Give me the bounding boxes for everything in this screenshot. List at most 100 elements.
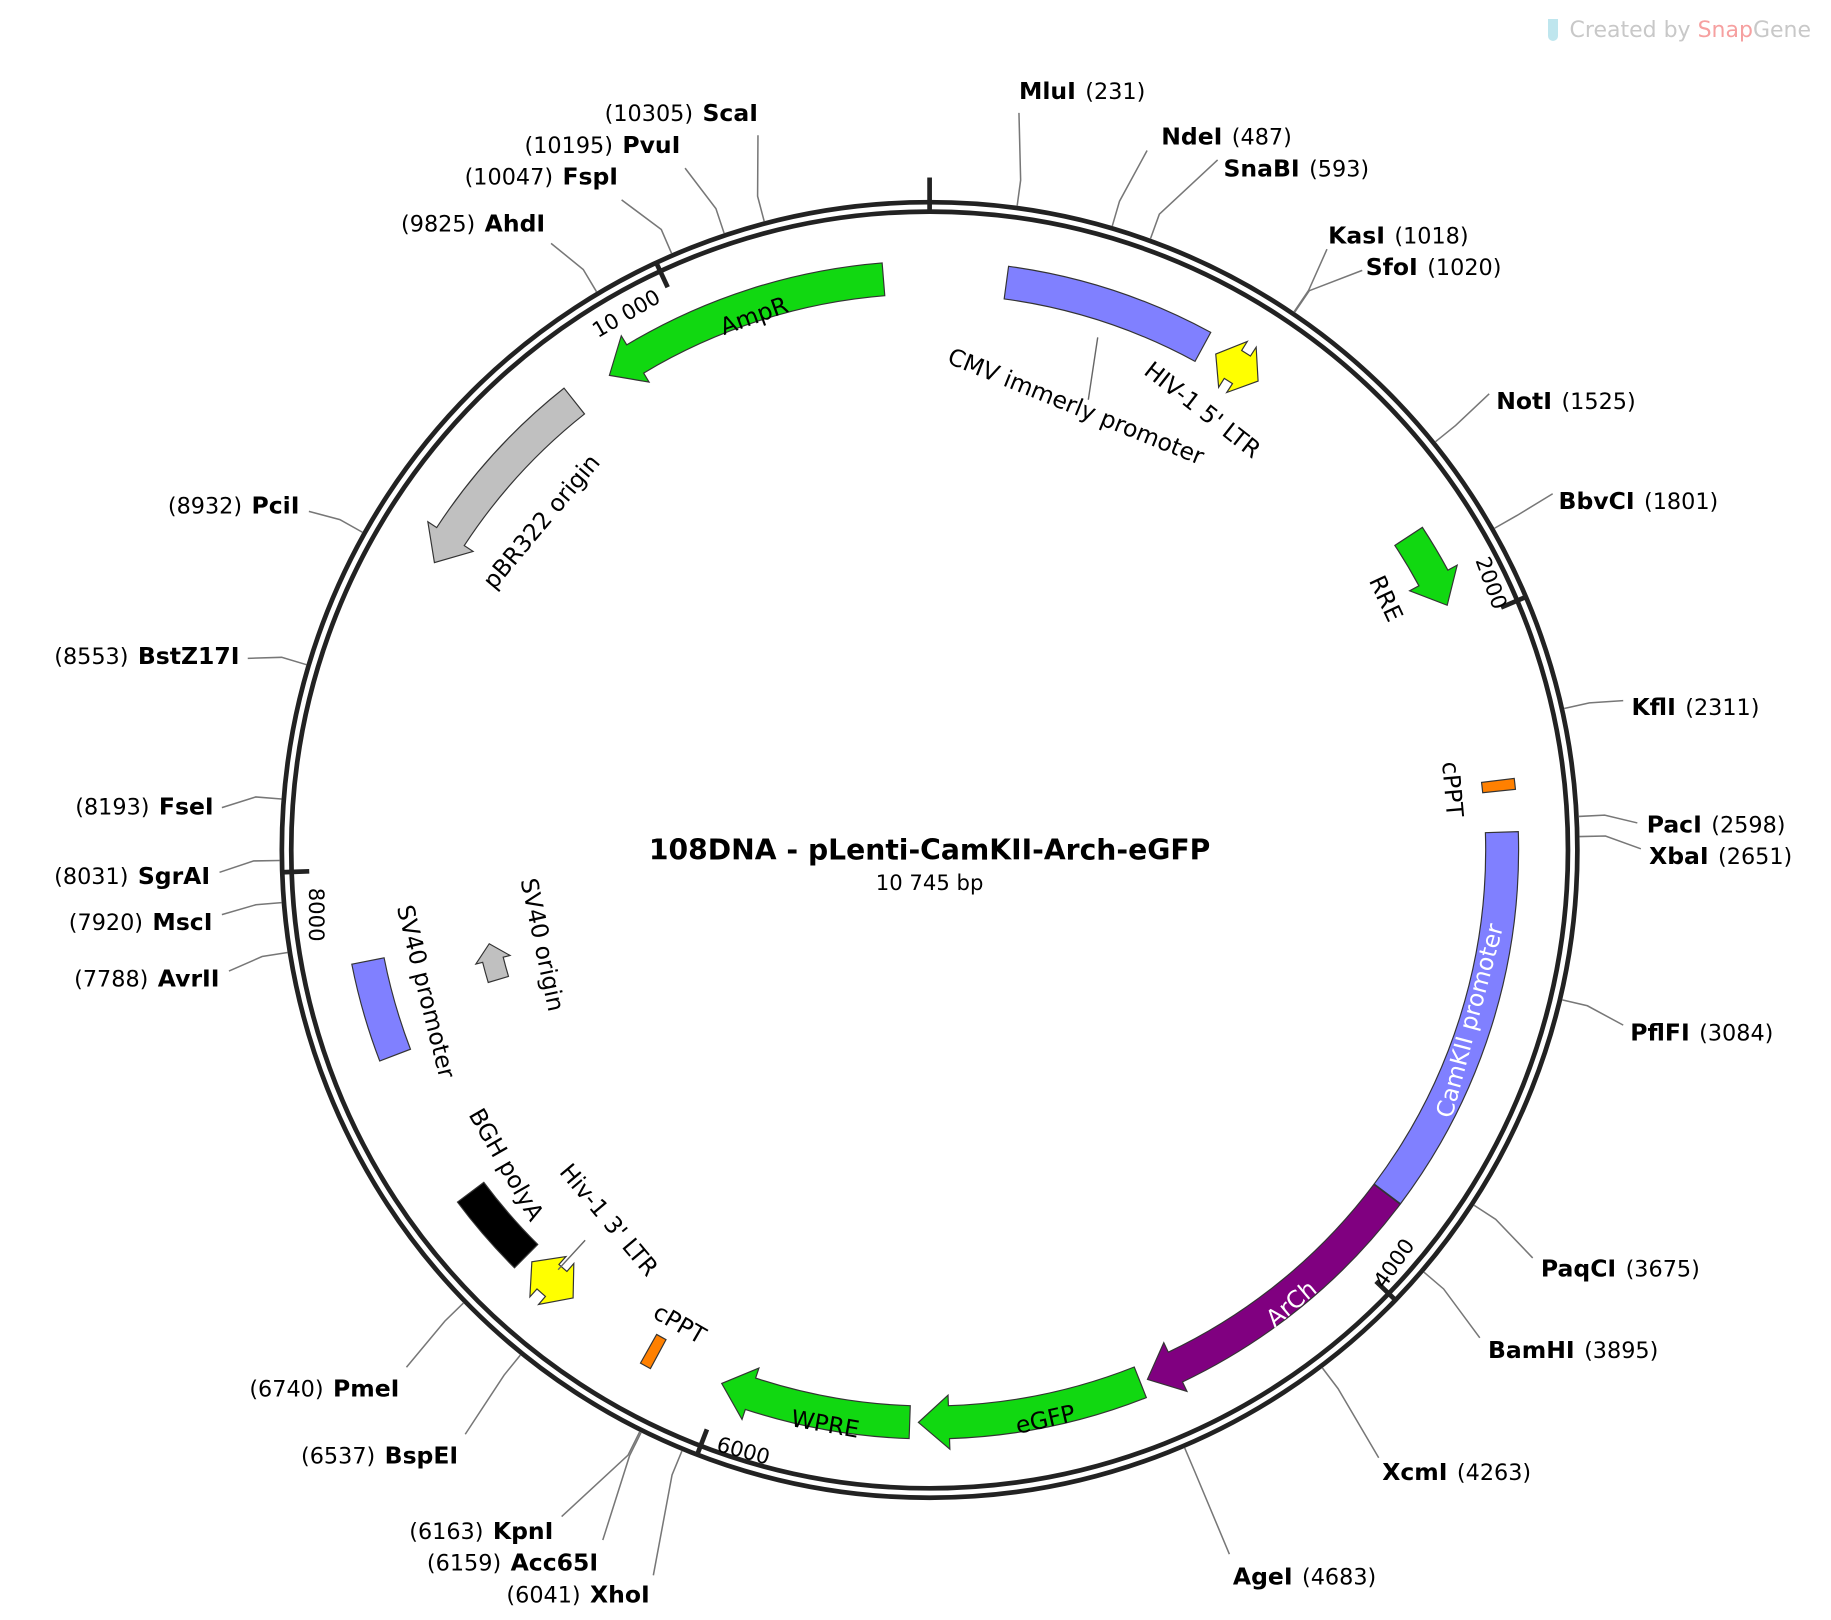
site-label[interactable]: (8193) FseI xyxy=(75,793,213,821)
restriction-site-scai[interactable]: (10305) ScaI xyxy=(605,99,765,222)
label-cppt-1[interactable]: cPPT xyxy=(1436,760,1469,818)
feature-cmv-immerly-promoter-0[interactable] xyxy=(1003,265,1212,363)
restriction-site-xbai[interactable]: XbaI (2651) xyxy=(1579,835,1793,870)
restriction-site-ahdi[interactable]: (9825) AhdI xyxy=(401,210,598,293)
enzyme-name: ScaI xyxy=(702,99,757,127)
restriction-site-msci[interactable]: (7920) MscI xyxy=(69,901,282,936)
restriction-site-noti[interactable]: NotI (1525) xyxy=(1435,387,1636,443)
restriction-site-fspi[interactable]: (10047) FspI xyxy=(465,163,673,254)
enzyme-name: SgrAI xyxy=(138,862,210,890)
enzyme-position: (2651) xyxy=(1718,844,1792,870)
restriction-site-bstz17i[interactable]: (8553) BstZ17I xyxy=(54,642,307,670)
restriction-site-avrii[interactable]: (7788) AvrII xyxy=(74,951,288,992)
site-label[interactable]: (6159) Acc65I xyxy=(427,1549,598,1577)
site-label[interactable]: (8932) PciI xyxy=(168,492,300,520)
site-label[interactable]: (6041) XhoI xyxy=(506,1580,649,1608)
feature-bgh-polya-10[interactable] xyxy=(456,1181,539,1269)
site-label[interactable]: (6740) PmeI xyxy=(249,1375,399,1403)
map-length: 10 745 bp xyxy=(876,870,984,895)
site-label[interactable]: (7788) AvrII xyxy=(74,964,219,992)
feature-ampr-14[interactable] xyxy=(608,262,886,383)
site-label[interactable]: (10195) PvuI xyxy=(525,131,681,159)
site-label[interactable]: (9825) AhdI xyxy=(401,210,545,238)
feature-cppt-8[interactable] xyxy=(639,1333,667,1370)
label-sv40-origin[interactable]: SV40 origin xyxy=(515,876,571,1014)
restriction-site-kasi[interactable]: KasI (1018) xyxy=(1293,221,1469,313)
site-label[interactable]: AgeI (4683) xyxy=(1233,1563,1376,1591)
site-label[interactable]: PacI (2598) xyxy=(1647,810,1786,838)
site-label[interactable]: PflFI (3084) xyxy=(1630,1018,1773,1046)
tick-label: 8000 xyxy=(304,888,329,942)
feature-wpre-7[interactable] xyxy=(720,1367,911,1440)
label-camkii-promoter[interactable]: CamKII promoter xyxy=(1430,920,1509,1120)
restriction-site-acc65i[interactable]: (6159) Acc65I xyxy=(427,1432,642,1577)
feature-cppt-3[interactable] xyxy=(1480,777,1517,794)
site-label[interactable]: (10305) ScaI xyxy=(605,99,758,127)
enzyme-position: (487) xyxy=(1232,125,1292,151)
restriction-site-paqci[interactable]: PaqCI (3675) xyxy=(1473,1204,1700,1283)
site-label[interactable]: (10047) FspI xyxy=(465,163,618,191)
site-label[interactable]: (7920) MscI xyxy=(69,908,213,936)
site-leader-line xyxy=(221,796,282,809)
site-label[interactable]: SfoI (1020) xyxy=(1366,253,1502,281)
site-label[interactable]: XbaI (2651) xyxy=(1649,842,1792,870)
feature-egfp-6[interactable] xyxy=(917,1366,1148,1451)
feature-hiv-1-3-ltr-9[interactable] xyxy=(529,1255,575,1306)
enzyme-position: (3675) xyxy=(1626,1257,1700,1283)
site-label[interactable]: XcmI (4263) xyxy=(1382,1458,1531,1486)
restriction-site-pflfi[interactable]: PflFI (3084) xyxy=(1562,999,1773,1047)
restriction-site-fsei[interactable]: (8193) FseI xyxy=(75,793,282,821)
feature-sv40-promoter-11[interactable] xyxy=(351,957,412,1062)
site-label[interactable]: (6163) KpnI xyxy=(409,1517,553,1545)
restriction-site-xhoi[interactable]: (6041) XhoI xyxy=(506,1450,683,1608)
enzyme-name: PvuI xyxy=(622,131,680,159)
feature-arch-5[interactable] xyxy=(1146,1183,1401,1393)
feature-rre-2[interactable] xyxy=(1394,526,1459,607)
feature-sv40-origin-12[interactable] xyxy=(474,942,512,984)
restriction-site-snabi[interactable]: SnaBI (593) xyxy=(1149,154,1370,239)
site-leader-line xyxy=(1579,835,1642,850)
restriction-site-pvui[interactable]: (10195) PvuI xyxy=(525,131,725,234)
site-label[interactable]: KflI (2311) xyxy=(1631,693,1759,721)
restriction-site-pmei[interactable]: (6740) PmeI xyxy=(249,1302,464,1403)
restriction-site-kpni[interactable]: (6163) KpnI xyxy=(409,1431,641,1545)
restriction-site-pcii[interactable]: (8932) PciI xyxy=(168,492,363,533)
site-label[interactable]: (6537) BspEI xyxy=(301,1442,458,1470)
site-label[interactable]: NdeI (487) xyxy=(1161,123,1292,151)
restriction-site-kfli[interactable]: KflI (2311) xyxy=(1563,693,1759,721)
site-label[interactable]: PaqCI (3675) xyxy=(1541,1255,1700,1283)
restriction-site-paci[interactable]: PacI (2598) xyxy=(1578,810,1786,838)
enzyme-name: PciI xyxy=(252,492,300,520)
site-leader-line xyxy=(1016,112,1022,206)
restriction-site-sfoi[interactable]: SfoI (1020) xyxy=(1294,253,1502,313)
restriction-site-mlui[interactable]: MluI (231) xyxy=(1016,77,1145,206)
feature-hiv-1-5-ltr-1[interactable] xyxy=(1215,340,1259,394)
site-leader-line xyxy=(652,1450,683,1576)
restriction-site-bbvci[interactable]: BbvCI (1801) xyxy=(1494,487,1719,529)
restriction-site-bspei[interactable]: (6537) BspEI xyxy=(301,1354,521,1470)
feature-camkii-promoter-4[interactable] xyxy=(1373,831,1520,1205)
restriction-site-sgrai[interactable]: (8031) SgrAI xyxy=(54,859,280,891)
enzyme-name: MscI xyxy=(152,908,212,936)
feature-pbr322-origin-13[interactable] xyxy=(427,387,586,564)
label-sv40-promoter[interactable]: SV40 promoter xyxy=(391,902,461,1081)
site-label[interactable]: NotI (1525) xyxy=(1496,387,1635,415)
site-label[interactable]: MluI (231) xyxy=(1019,77,1145,105)
site-label[interactable]: BbvCI (1801) xyxy=(1559,487,1719,515)
enzyme-position: (2598) xyxy=(1711,812,1785,838)
site-leader-line xyxy=(1183,1447,1231,1555)
site-label[interactable]: SnaBI (593) xyxy=(1224,154,1370,182)
restriction-site-bamhi[interactable]: BamHI (3895) xyxy=(1423,1271,1658,1364)
label-rre[interactable]: RRE xyxy=(1363,571,1408,626)
site-label[interactable]: (8553) BstZ17I xyxy=(54,642,239,670)
enzyme-name: FspI xyxy=(562,163,618,191)
label-hiv1-3-ltr[interactable]: Hiv-1 3' LTR xyxy=(554,1158,664,1282)
label-cmv-promoter[interactable]: CMV immerly promoter xyxy=(944,342,1208,471)
site-leader-line xyxy=(684,167,725,234)
restriction-site-xcmi[interactable]: XcmI (4263) xyxy=(1321,1367,1531,1486)
restriction-site-agei[interactable]: AgeI (4683) xyxy=(1183,1447,1377,1591)
site-label[interactable]: (8031) SgrAI xyxy=(54,862,210,890)
restriction-site-ndei[interactable]: NdeI (487) xyxy=(1111,123,1292,227)
site-label[interactable]: BamHI (3895) xyxy=(1488,1336,1658,1364)
site-label[interactable]: KasI (1018) xyxy=(1328,221,1468,249)
